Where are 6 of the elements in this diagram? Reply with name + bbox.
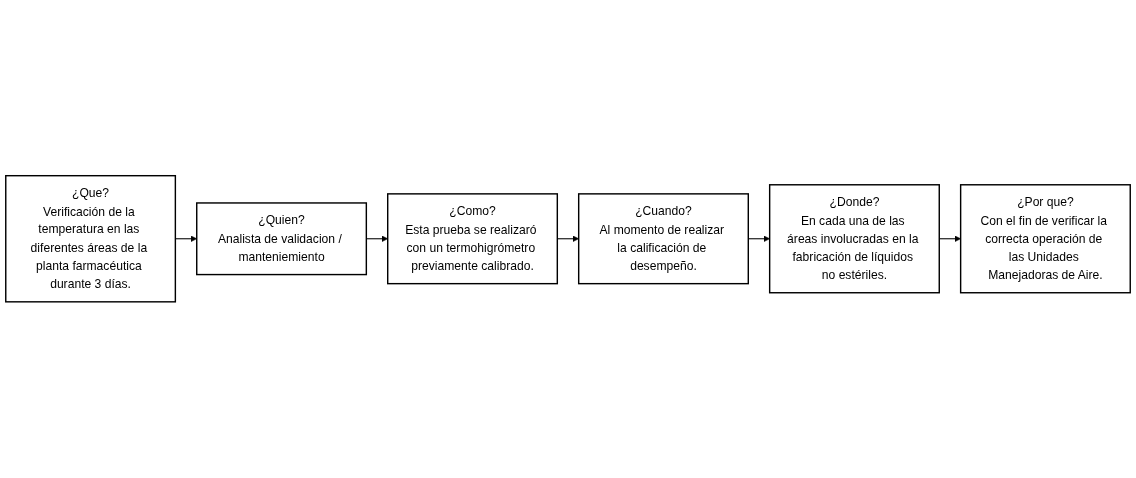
node-box: ¿Como? Esta prueba se realizaró con un termohigrómetro previamente calibrado. xyxy=(387,193,559,285)
node-box: ¿Que? Verificación de la temperatura en las diferentes áreas de la planta farmacéutica durante 3 días. xyxy=(5,175,177,303)
node-box: ¿Por que? Con el fin de verificar la correcta operación de las Unidades Manejadoras de Aire. xyxy=(959,184,1131,294)
node-box: ¿Donde? En cada una de las áreas involucradas en la fabricación de líquidos no estériles. xyxy=(768,184,940,294)
node-box: ¿Cuando? Al momento de realizar la calificación de desempeño. xyxy=(577,193,749,285)
node-box: ¿Quien? Analista de validacion / manteniemiento xyxy=(196,202,368,276)
